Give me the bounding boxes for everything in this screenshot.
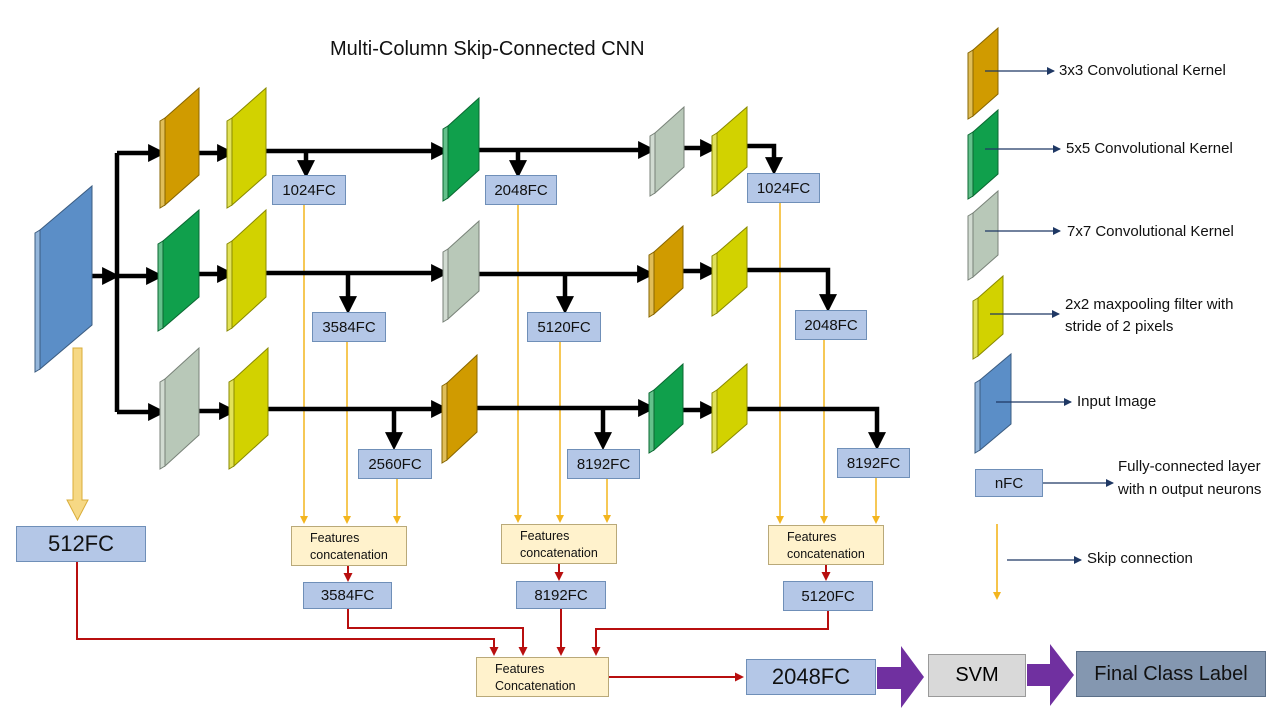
col1-conv7x7 xyxy=(649,105,685,197)
col2-pool-1 xyxy=(226,208,267,332)
fc-col3-1: 2560FC xyxy=(358,449,432,479)
fc-col1-2: 2048FC xyxy=(485,175,557,205)
col1-pool-1 xyxy=(226,86,267,209)
col3-pool-1 xyxy=(228,346,269,470)
fc-col2-3: 2048FC xyxy=(795,310,867,340)
legend-kernel5-block xyxy=(967,108,999,200)
diagram-title: Multi-Column Skip-Connected CNN xyxy=(330,38,645,60)
col2-conv7x7 xyxy=(442,219,480,323)
fc-col2-1: 3584FC xyxy=(312,312,386,342)
concat-out-1: 3584FC xyxy=(303,582,392,609)
skip-input-arrow xyxy=(66,347,89,522)
col3-conv5x5 xyxy=(648,362,684,454)
legend-label-nfc: Fully-connected layer with n output neur… xyxy=(1118,458,1262,498)
legend-kernel7-block xyxy=(967,189,999,281)
legend-label-kernel3: 3x3 Convolutional Kernel xyxy=(1059,62,1226,79)
concat-box-3: Features concatenation xyxy=(768,525,884,565)
final-fc: 2048FC xyxy=(746,659,876,695)
col2-conv3x3 xyxy=(648,224,684,318)
concat-box-2: Features concatenation xyxy=(501,524,617,564)
fc-input: 512FC xyxy=(16,526,146,562)
concat-box-1: Features concatenation xyxy=(291,526,407,566)
col2-conv5x5 xyxy=(157,208,200,332)
final-class-label: Final Class Label xyxy=(1076,651,1266,697)
col3-arrow-5 xyxy=(738,406,886,451)
fc-col3-2: 8192FC xyxy=(567,449,640,479)
col2-pool-2 xyxy=(711,225,748,317)
col3-pool-2 xyxy=(711,362,748,454)
legend-label-kernel5: 5x5 Convolutional Kernel xyxy=(1066,140,1233,157)
legend-input-block xyxy=(974,352,1012,454)
col1-conv3x3 xyxy=(159,86,200,209)
concat-out-2: 8192FC xyxy=(516,581,606,609)
legend-label-skip: Skip connection xyxy=(1087,550,1193,567)
input-image-block xyxy=(34,184,93,373)
concat-out-3: 5120FC xyxy=(783,581,873,611)
legend-label-pool: 2x2 maxpooling filter with stride of 2 p… xyxy=(1065,296,1234,335)
fc-col1-1: 1024FC xyxy=(272,175,346,205)
big-arrow-svm-to-label xyxy=(1027,644,1074,706)
big-arrow-fc-to-svm xyxy=(877,646,924,708)
fc-col1-3: 1024FC xyxy=(747,173,820,203)
col1-conv5x5 xyxy=(442,96,480,202)
final-concat-box: Features Concatenation xyxy=(476,657,609,697)
input-fc-to-final xyxy=(76,562,499,656)
fc-col2-2: 5120FC xyxy=(527,312,601,342)
col2-arrow-5 xyxy=(736,267,837,313)
legend-label-kernel7: 7x7 Convolutional Kernel xyxy=(1067,223,1234,240)
col3-conv7x7 xyxy=(159,346,200,470)
concat-out3-to-final xyxy=(591,611,829,656)
col1-pool-2 xyxy=(711,105,748,197)
fc-col3-3: 8192FC xyxy=(837,448,910,478)
concat-out1-to-final xyxy=(347,609,528,656)
col3-conv3x3 xyxy=(441,353,478,464)
svm-box: SVM xyxy=(928,654,1026,697)
legend-pool-block xyxy=(972,274,1004,360)
legend-kernel3-block xyxy=(967,26,999,120)
legend-nfc-box: nFC xyxy=(975,469,1043,497)
legend-label-input: Input Image xyxy=(1077,393,1157,410)
